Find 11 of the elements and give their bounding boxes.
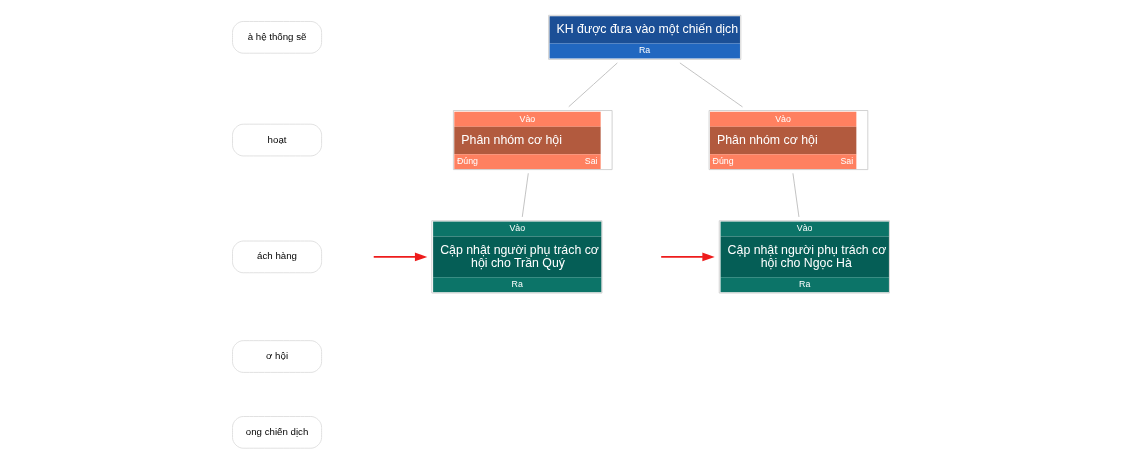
label: à hệ thống sẽ <box>247 30 307 42</box>
label: ách hàng <box>257 250 297 262</box>
connector <box>792 172 800 218</box>
connector <box>521 172 529 218</box>
connector <box>568 62 618 108</box>
label: ong chiến dịch <box>245 425 309 437</box>
connector <box>679 62 743 108</box>
arrow <box>660 252 715 262</box>
label: ơ hội <box>266 350 289 361</box>
label: hoạt <box>267 133 287 145</box>
arrow <box>372 252 428 262</box>
